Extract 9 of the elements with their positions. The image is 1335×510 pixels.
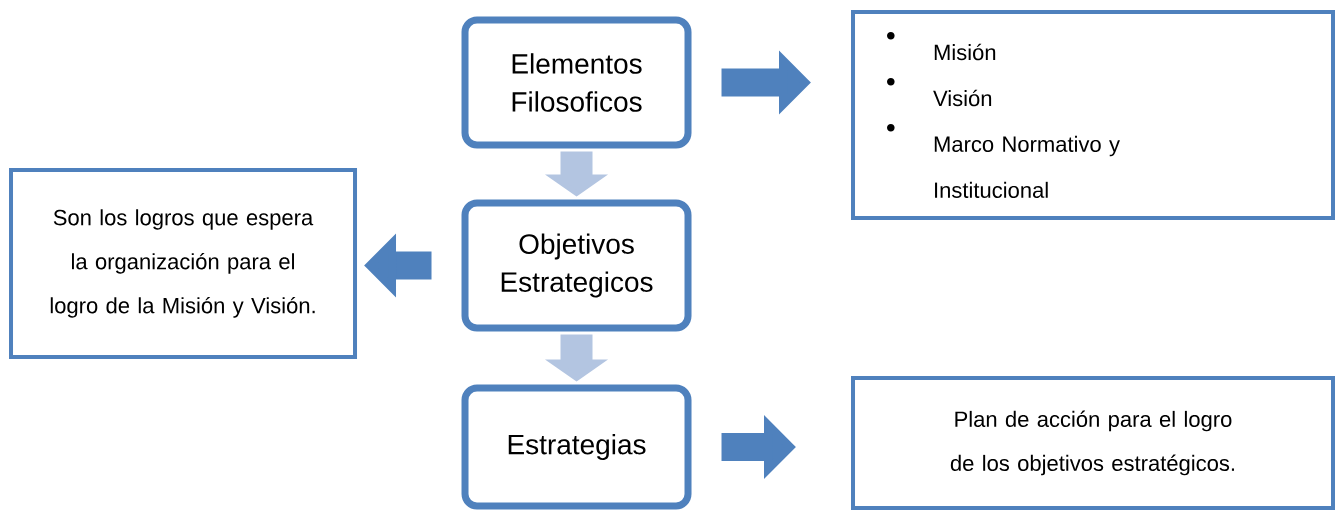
process-box: Objetivos Estrategicos — [461, 199, 692, 332]
process-box: Elementos Filosoficos — [461, 16, 692, 149]
text-box: Plan de acción para el logro de los objetivos estratégicos. — [851, 376, 1335, 510]
list-item: Marco Normativo y Institucional — [934, 135, 1120, 198]
list-box — [851, 10, 1335, 220]
process-box: Estrategias — [461, 384, 692, 510]
text-box: Son los logros que espera la organización para el logro de la Misión y Visión. — [9, 168, 357, 359]
list-item: Misión — [934, 43, 996, 61]
list-item: Visión — [933, 89, 992, 107]
